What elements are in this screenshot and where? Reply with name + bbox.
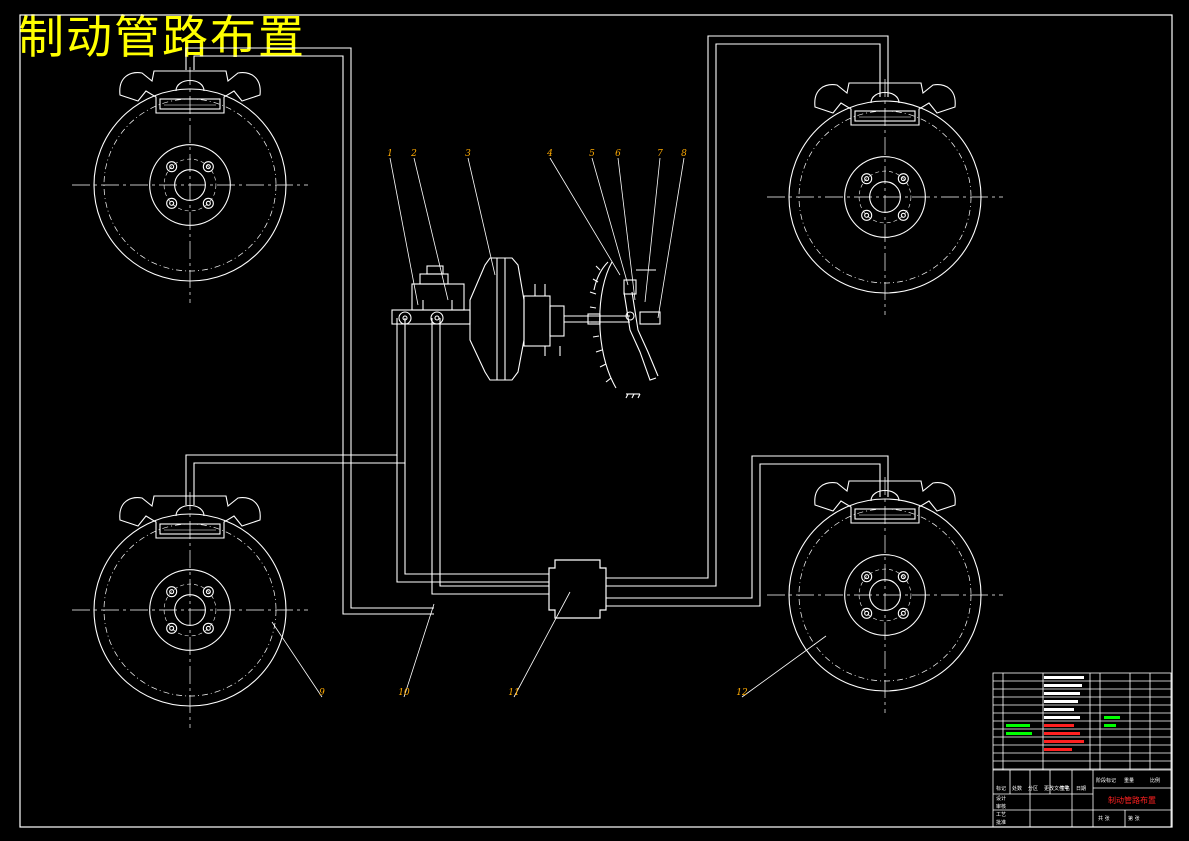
master-cylinder <box>391 265 471 325</box>
wheel-stud-hole <box>861 173 873 185</box>
callout-leader <box>617 157 636 301</box>
wheel-stud-hole <box>202 161 214 173</box>
disc-brake-rear-right <box>767 477 1003 713</box>
wheel-stud-hole <box>202 197 214 209</box>
wheel-stud-hole <box>861 209 873 221</box>
callout-leader <box>549 157 621 276</box>
callout-leader <box>657 157 685 319</box>
callout-leader <box>389 157 419 306</box>
wheel-stud-hole <box>897 607 909 619</box>
wheel-stud-hole <box>166 586 178 598</box>
title-block-label: 审核 <box>996 803 1006 810</box>
callout-number: 12 <box>736 688 748 698</box>
callout-leader <box>413 157 449 301</box>
drawing-title: 制动管路布置 <box>18 10 306 64</box>
disc-brake-rear-left <box>72 492 308 728</box>
brake-pedal <box>589 261 661 399</box>
wheel-stud-hole <box>897 209 909 221</box>
wheel-stud-hole <box>166 197 178 209</box>
brake-caliper <box>119 70 261 114</box>
callout-number: 8 <box>681 149 687 159</box>
disc-brake-front-left <box>72 67 308 303</box>
title-block-label: 签名 <box>1060 785 1070 792</box>
callout-leader <box>467 157 496 276</box>
title-block-drawing-name: 制动管路布置 <box>1108 795 1156 805</box>
brake-caliper <box>814 480 956 524</box>
title-block-label: 处数 <box>1012 785 1022 792</box>
callout-number: 3 <box>465 149 471 159</box>
title-block-label: 日期 <box>1076 786 1086 792</box>
callout-number: 9 <box>319 688 325 698</box>
callout-leaders <box>271 157 827 698</box>
callout-number: 11 <box>508 688 519 698</box>
callout-number: 5 <box>589 149 595 159</box>
brake-pipes <box>185 35 889 615</box>
brake-caliper <box>814 82 956 126</box>
callout-number: 1 <box>387 149 393 159</box>
wheel-stud-hole <box>166 622 178 634</box>
brake-caliper <box>119 495 261 539</box>
parts-list-grid <box>993 673 1171 770</box>
callout-number: 6 <box>615 149 621 159</box>
callout-leader <box>403 603 435 698</box>
callout-leader <box>591 157 629 286</box>
title-block-label: 共 张 <box>1098 815 1110 822</box>
callout-leader <box>644 157 661 303</box>
pipe-junction-block <box>548 559 607 619</box>
wheel-stud-hole <box>202 622 214 634</box>
disc-brake-front-right <box>767 79 1003 315</box>
title-block-label: 设计 <box>996 795 1006 802</box>
title-block-label: 标记 <box>996 785 1006 792</box>
callout-leader <box>271 621 323 698</box>
wheel-stud-hole <box>897 571 909 583</box>
callout-number: 7 <box>657 149 663 159</box>
callout-number: 2 <box>410 149 417 159</box>
title-block-label: 重量 <box>1124 777 1134 784</box>
title-block-label: 阶段标记 <box>1096 777 1116 784</box>
title-block-misc-labels: 阶段标记 重量 比例共 张 第 张 <box>1096 777 1160 822</box>
wheel-stud-hole <box>166 161 178 173</box>
callout-leader <box>741 635 827 698</box>
callout-number: 4 <box>546 149 553 159</box>
callout-leader <box>513 591 571 698</box>
callout-number: 10 <box>398 688 410 698</box>
title-block-label: 工艺 <box>996 812 1006 818</box>
wheel-stud-hole <box>897 173 909 185</box>
title-block-label: 批准 <box>996 819 1006 826</box>
title-block-sign-labels: 标记处数分区更改文件号签名日期 <box>996 785 1086 792</box>
title-block-label: 分区 <box>1028 785 1038 792</box>
title-block-label: 比例 <box>1150 777 1160 784</box>
wheel-stud-hole <box>861 607 873 619</box>
drawing-frame <box>19 14 1173 828</box>
wheel-stud-hole <box>202 586 214 598</box>
title-block-label: 更改文件号 <box>1044 785 1069 792</box>
title-block-label: 第 张 <box>1128 815 1140 822</box>
title-block <box>992 672 1172 828</box>
wheel-stud-hole <box>861 571 873 583</box>
